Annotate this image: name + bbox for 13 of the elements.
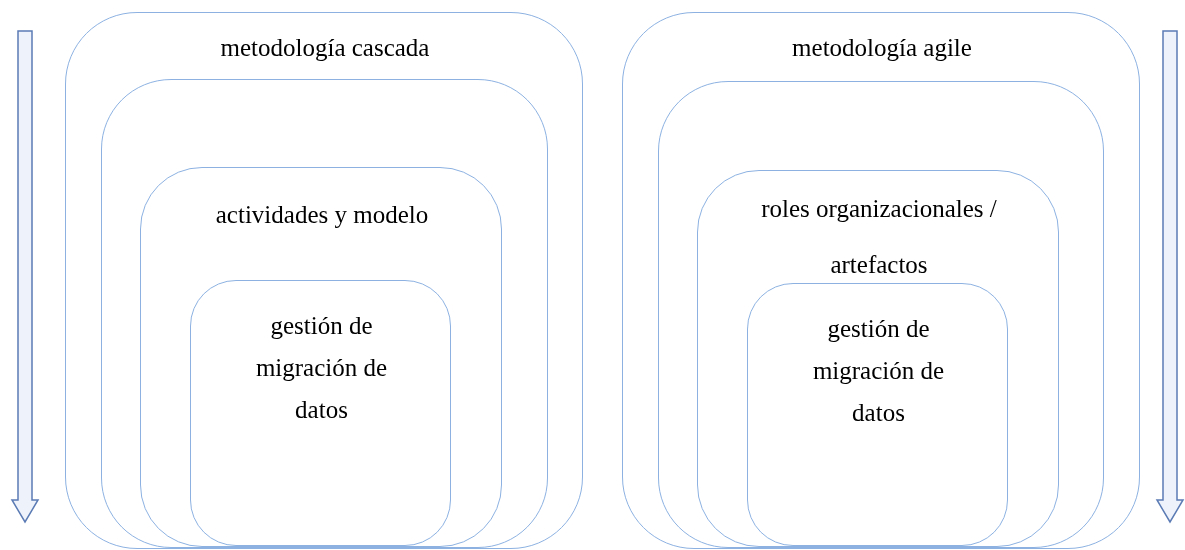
rounded-box [190,280,451,546]
rounded-box [140,167,502,547]
box-label: metodología cascada [219,33,431,63]
box-label: gestión de migración de datos [254,311,389,425]
box-label: gestión de migración de datos [811,314,946,428]
rounded-box [697,170,1059,547]
rounded-box [65,12,583,549]
empty-rounded-box [101,79,548,548]
empty-rounded-box [658,81,1104,548]
rounded-box [622,12,1140,549]
rounded-box [747,283,1008,546]
box-label: actividades y modelo [214,200,430,230]
box-label: metodología agile [791,33,973,63]
